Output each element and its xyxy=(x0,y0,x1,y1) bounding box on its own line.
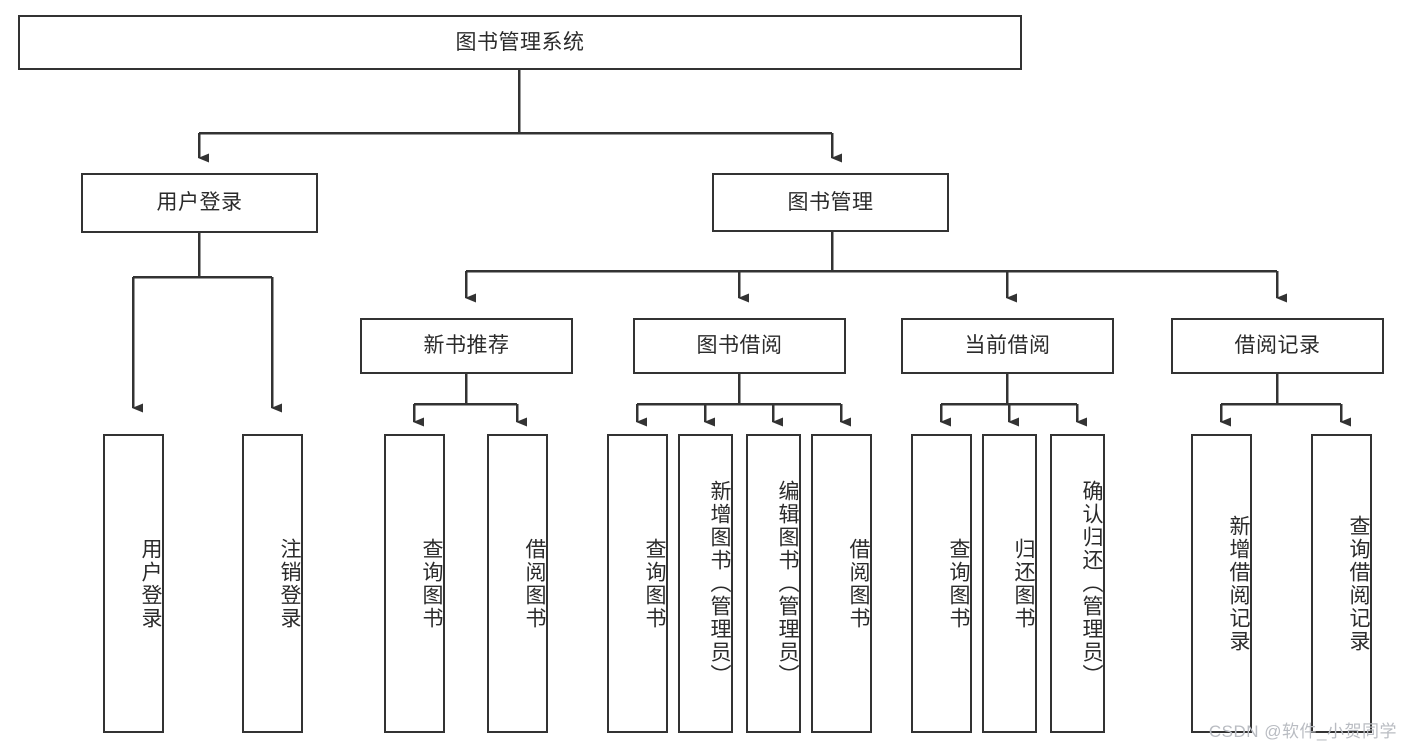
node-borrow-record-label: 借阅记录 xyxy=(1234,334,1321,358)
node-leaf-query-book-3[interactable]: 查询图书 xyxy=(911,434,972,733)
node-book-manage[interactable]: 图书管理 xyxy=(712,173,949,232)
node-leaf-borrow-book-1-label: 借阅图书 xyxy=(523,537,546,630)
node-book-manage-label: 图书管理 xyxy=(787,190,874,214)
node-current-borrow-label: 当前借阅 xyxy=(964,334,1051,358)
node-leaf-query-book-3-label: 查询图书 xyxy=(947,537,970,630)
node-leaf-query-book-1-label: 查询图书 xyxy=(420,537,443,630)
node-book-borrow-label: 图书借阅 xyxy=(696,334,783,358)
node-leaf-confirm-return[interactable]: 确认归还（管理员） xyxy=(1050,434,1105,733)
node-leaf-query-record[interactable]: 查询借阅记录 xyxy=(1311,434,1372,733)
node-leaf-query-book-1[interactable]: 查询图书 xyxy=(384,434,445,733)
node-leaf-return-book[interactable]: 归还图书 xyxy=(982,434,1037,733)
node-leaf-edit-book-label: 编辑图书（管理员） xyxy=(776,480,799,687)
node-current-borrow[interactable]: 当前借阅 xyxy=(901,318,1114,374)
node-user-login-label: 用户登录 xyxy=(156,191,243,215)
node-leaf-borrow-book-1[interactable]: 借阅图书 xyxy=(487,434,548,733)
node-leaf-logout[interactable]: 注销登录 xyxy=(242,434,303,733)
node-root[interactable]: 图书管理系统 xyxy=(18,15,1022,70)
node-leaf-query-book-2-label: 查询图书 xyxy=(643,537,666,630)
node-root-label: 图书管理系统 xyxy=(455,30,585,54)
node-new-book-rec[interactable]: 新书推荐 xyxy=(360,318,573,374)
node-leaf-user-login[interactable]: 用户登录 xyxy=(103,434,164,733)
node-leaf-query-book-2[interactable]: 查询图书 xyxy=(607,434,668,733)
node-leaf-user-login-label: 用户登录 xyxy=(139,537,162,630)
node-leaf-return-book-label: 归还图书 xyxy=(1012,537,1035,630)
node-leaf-borrow-book-2-label: 借阅图书 xyxy=(847,537,870,630)
node-user-login[interactable]: 用户登录 xyxy=(81,173,318,233)
node-leaf-logout-label: 注销登录 xyxy=(278,537,301,630)
node-leaf-confirm-return-label: 确认归还（管理员） xyxy=(1080,480,1103,687)
node-leaf-query-record-label: 查询借阅记录 xyxy=(1347,514,1370,653)
node-book-borrow[interactable]: 图书借阅 xyxy=(633,318,846,374)
node-leaf-add-record-label: 新增借阅记录 xyxy=(1227,514,1250,653)
node-borrow-record[interactable]: 借阅记录 xyxy=(1171,318,1384,374)
node-leaf-add-record[interactable]: 新增借阅记录 xyxy=(1191,434,1252,733)
node-leaf-edit-book[interactable]: 编辑图书（管理员） xyxy=(746,434,801,733)
node-leaf-add-book-label: 新增图书（管理员） xyxy=(708,480,731,687)
node-new-book-rec-label: 新书推荐 xyxy=(423,334,510,358)
node-leaf-add-book[interactable]: 新增图书（管理员） xyxy=(678,434,733,733)
node-leaf-borrow-book-2[interactable]: 借阅图书 xyxy=(811,434,872,733)
